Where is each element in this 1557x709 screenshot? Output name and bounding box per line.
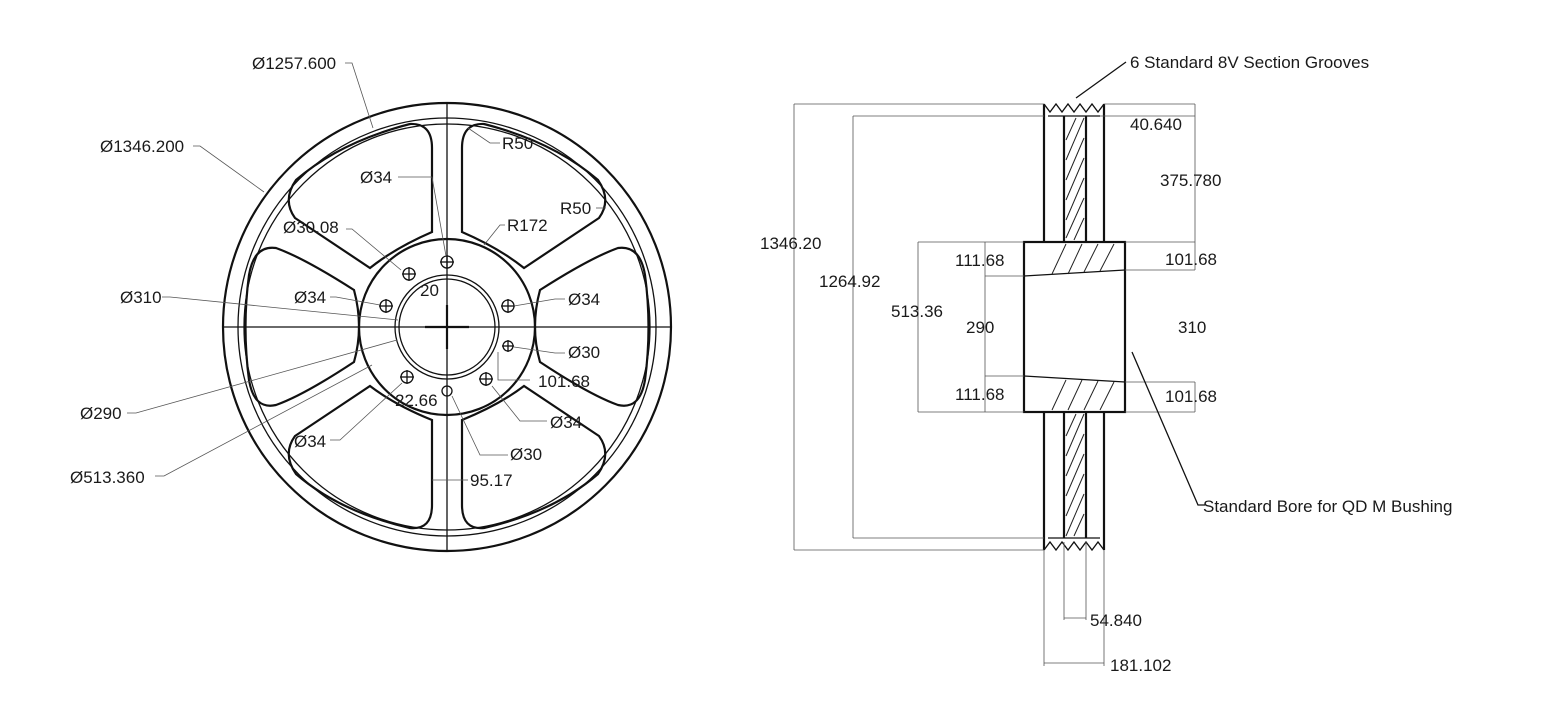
label-r-50-b: R50 bbox=[560, 199, 591, 218]
label-hole-30-bottom: Ø30 bbox=[510, 445, 542, 464]
front-view: Ø1257.600 Ø1346.200 Ø310 Ø290 Ø513.360 Ø… bbox=[70, 54, 673, 553]
label-pitch-dia: 1264.92 bbox=[819, 272, 880, 291]
label-dim-95-17: 95.17 bbox=[470, 471, 513, 490]
spoke-window-upper-right bbox=[460, 122, 607, 270]
bore-note: Standard Bore for QD M Bushing bbox=[1203, 497, 1452, 516]
grooves-note: 6 Standard 8V Section Grooves bbox=[1130, 53, 1369, 72]
spoke-window-lower-left bbox=[287, 384, 434, 530]
label-r-172: R172 bbox=[507, 216, 548, 235]
label-375-780: 375.780 bbox=[1160, 171, 1221, 190]
bore-taper-top bbox=[1023, 269, 1126, 277]
bore-leader bbox=[1131, 351, 1205, 506]
label-111-68-bottom: 111.68 bbox=[955, 385, 1004, 404]
bolt-holes bbox=[379, 255, 515, 397]
spoke-window-lower-right bbox=[460, 384, 607, 530]
label-dim-20: 20 bbox=[420, 281, 439, 300]
bolt-hole-icon bbox=[479, 372, 493, 386]
section-hatching bbox=[1051, 117, 1115, 537]
label-hole-34-lower-left: Ø34 bbox=[294, 432, 326, 451]
bolt-hole-icon bbox=[501, 299, 515, 313]
hub-outline bbox=[1022, 240, 1127, 414]
spoke-window-right bbox=[533, 246, 650, 407]
label-hole-34-left: Ø34 bbox=[294, 288, 326, 307]
label-bore-310: 310 bbox=[1178, 318, 1206, 337]
label-hole-34-right: Ø34 bbox=[568, 290, 600, 309]
label-111-68-top: 111.68 bbox=[955, 251, 1004, 270]
label-hole-34-lower-right: Ø34 bbox=[550, 413, 582, 432]
bolt-hole-icon bbox=[440, 255, 454, 269]
label-hub-dia: 513.36 bbox=[891, 302, 943, 321]
label-54-840: 54.840 bbox=[1090, 611, 1142, 630]
label-hole-34-top: Ø34 bbox=[360, 168, 392, 187]
label-181-102: 181.102 bbox=[1110, 656, 1171, 675]
spoke-window-left bbox=[244, 246, 361, 407]
bore-taper-bottom bbox=[1023, 375, 1126, 383]
side-view: 6 Standard 8V Section Grooves Standard B… bbox=[760, 53, 1452, 675]
label-overall-dia: 1346.20 bbox=[760, 234, 821, 253]
side-dimensions bbox=[793, 103, 1196, 666]
front-leaders bbox=[127, 62, 606, 481]
label-r-50-a: R50 bbox=[502, 134, 533, 153]
label-dia-290: Ø290 bbox=[80, 404, 122, 423]
label-40-640: 40.640 bbox=[1130, 115, 1182, 134]
bolt-hole-icon bbox=[402, 267, 416, 281]
label-hole-30-right: Ø30 bbox=[568, 343, 600, 362]
label-dia-outer: Ø1346.200 bbox=[100, 137, 184, 156]
label-dia-hub: Ø513.360 bbox=[70, 468, 145, 487]
label-dia-310: Ø310 bbox=[120, 288, 162, 307]
grooves-bottom bbox=[1043, 540, 1105, 552]
label-dim-101-68: 101.68 bbox=[538, 372, 590, 391]
label-101-68-bottom: 101.68 bbox=[1165, 387, 1217, 406]
label-dia-30-08: Ø30.08 bbox=[283, 218, 339, 237]
grooves-top bbox=[1043, 102, 1105, 114]
label-dia-pitch: Ø1257.600 bbox=[252, 54, 336, 73]
label-bore-290: 290 bbox=[966, 318, 994, 337]
bolt-hole-icon bbox=[502, 340, 514, 352]
bolt-hole-icon bbox=[379, 299, 393, 313]
bolt-hole-icon bbox=[441, 385, 453, 397]
bolt-hole-icon bbox=[400, 370, 414, 384]
spoke-window-upper-left bbox=[287, 122, 434, 270]
grooves-leader bbox=[1075, 61, 1127, 99]
label-dim-22-66: 22.66 bbox=[395, 391, 438, 410]
label-101-68-top: 101.68 bbox=[1165, 250, 1217, 269]
